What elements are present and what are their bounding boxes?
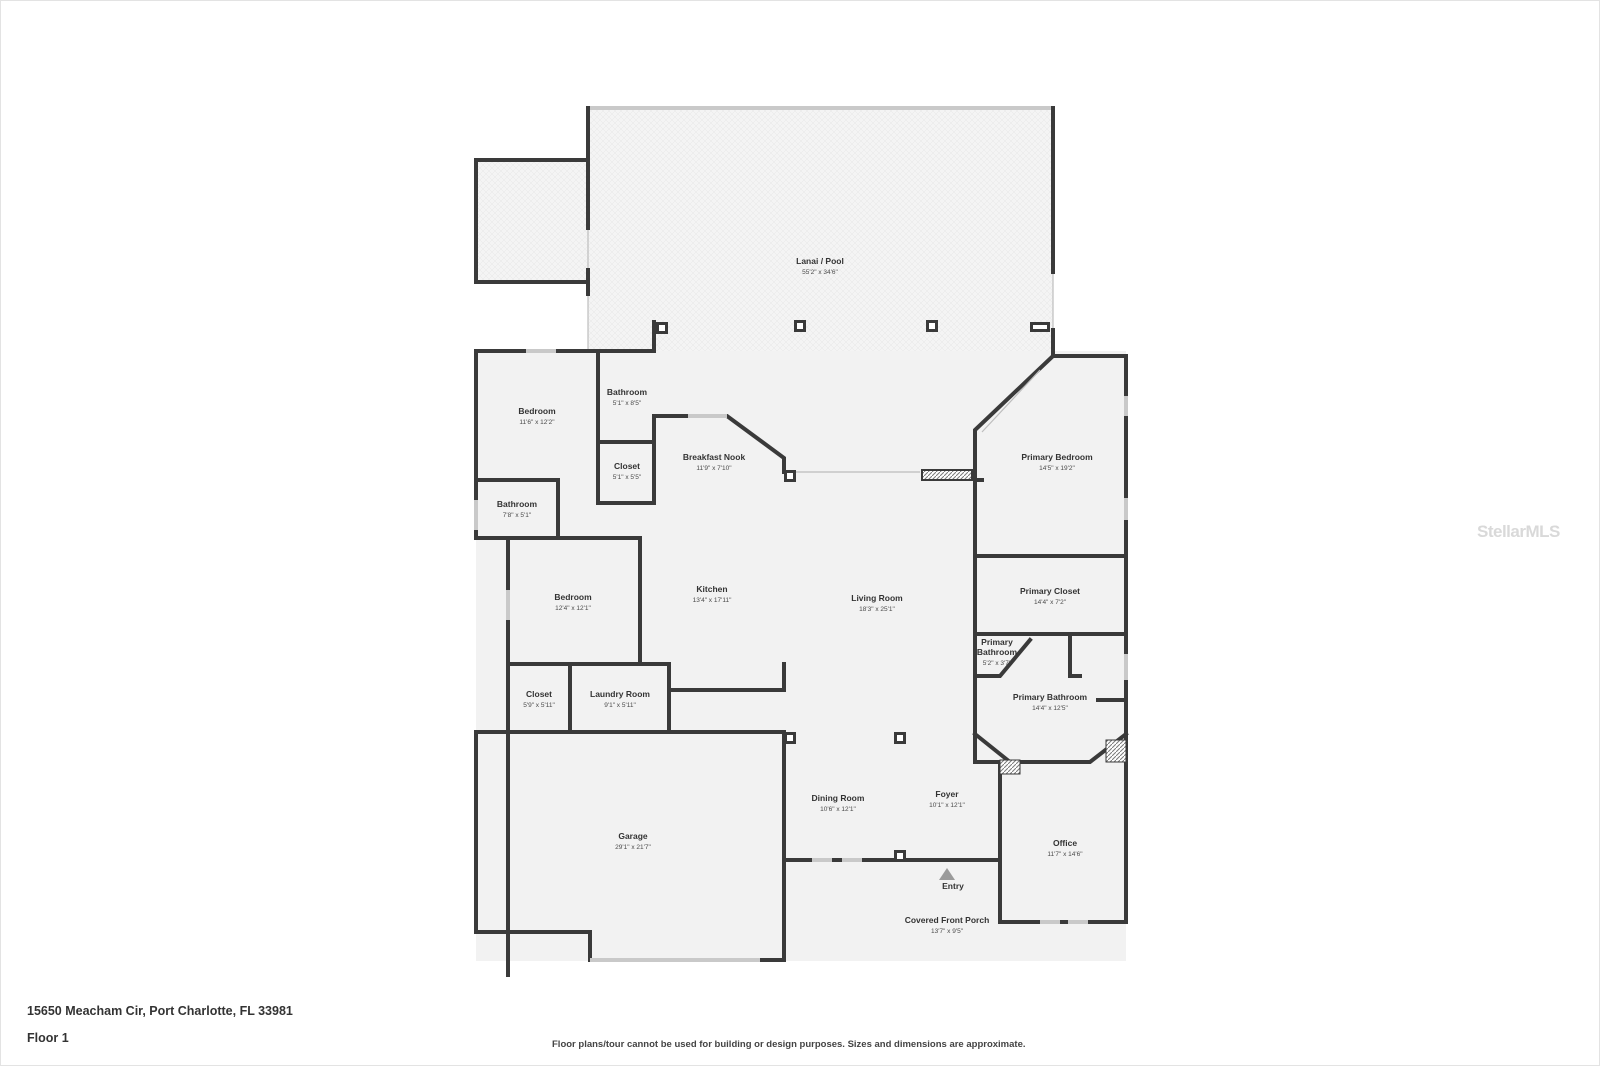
room-dims: 11'6" x 12'2" (519, 419, 555, 426)
property-address: 15650 Meacham Cir, Port Charlotte, FL 33… (27, 1004, 293, 1018)
room-dims: 18'3" x 25'1" (859, 606, 895, 613)
room-name: Entry (942, 881, 964, 891)
room-name: Living Room (851, 593, 903, 603)
room-dims: 29'1" x 21'7" (615, 844, 651, 851)
room-dims: 11'7" x 14'6" (1047, 851, 1083, 858)
room-dims: 5'1" x 8'5" (613, 400, 642, 407)
room-name: Bathroom (497, 499, 538, 509)
disclaimer: Floor plans/tour cannot be used for buil… (552, 1039, 1026, 1050)
room-dims: 9'1" x 5'11" (604, 702, 636, 709)
room-name: Lanai / Pool (796, 256, 844, 266)
interior-floor (476, 351, 1126, 961)
room-name: Breakfast Nook (683, 452, 746, 462)
room-name: Primary Closet (1020, 586, 1080, 596)
room-dims: 14'4" x 12'5" (1032, 705, 1068, 712)
room-dims: 10'1" x 12'1" (929, 802, 965, 809)
room-name: Bedroom (554, 592, 592, 602)
room-name: Laundry Room (590, 689, 650, 699)
room-dims: 10'6" x 12'1" (820, 806, 856, 813)
room-dims: 14'4" x 7'2" (1034, 599, 1067, 606)
room-name: Bathroom (607, 387, 648, 397)
floor-label: Floor 1 (27, 1031, 69, 1045)
walls (474, 106, 1129, 977)
room-dims: 12'4" x 12'1" (555, 605, 591, 612)
room-name: Garage (618, 831, 648, 841)
room-name: Closet (526, 689, 552, 699)
room-labels: Lanai / Pool 55'2" x 34'6" Bedroom 11'6"… (497, 256, 1093, 935)
columns (656, 320, 1127, 880)
entry-arrow-icon (939, 868, 955, 880)
room-dims: 11'9" x 7'10" (696, 465, 732, 472)
room-dims: 7'8" x 5'1" (503, 512, 532, 519)
room-name: Primary (981, 637, 1013, 647)
room-name: Primary Bathroom (1013, 692, 1088, 702)
watermark: StellarMLS (1477, 522, 1560, 541)
room-name: Closet (614, 461, 640, 471)
room-dims: 13'4" x 17'11" (693, 597, 732, 604)
room-name: Bedroom (518, 406, 556, 416)
room-name: Primary Bedroom (1021, 452, 1093, 462)
room-dims: 13'7" x 9'5" (931, 928, 964, 935)
room-dims: 5'2" x 3'7" (983, 660, 1012, 667)
room-name: Bathroom (977, 647, 1018, 657)
room-name: Office (1053, 838, 1077, 848)
room-dims: 5'1" x 5'5" (613, 474, 642, 481)
room-dims: 5'9" x 5'11" (523, 702, 555, 709)
room-dims: 55'2" x 34'6" (802, 269, 838, 276)
room-name: Kitchen (696, 584, 727, 594)
room-name: Covered Front Porch (905, 915, 990, 925)
room-dims: 14'5" x 19'2" (1039, 465, 1075, 472)
room-name: Dining Room (812, 793, 865, 803)
room-name: Foyer (935, 789, 959, 799)
